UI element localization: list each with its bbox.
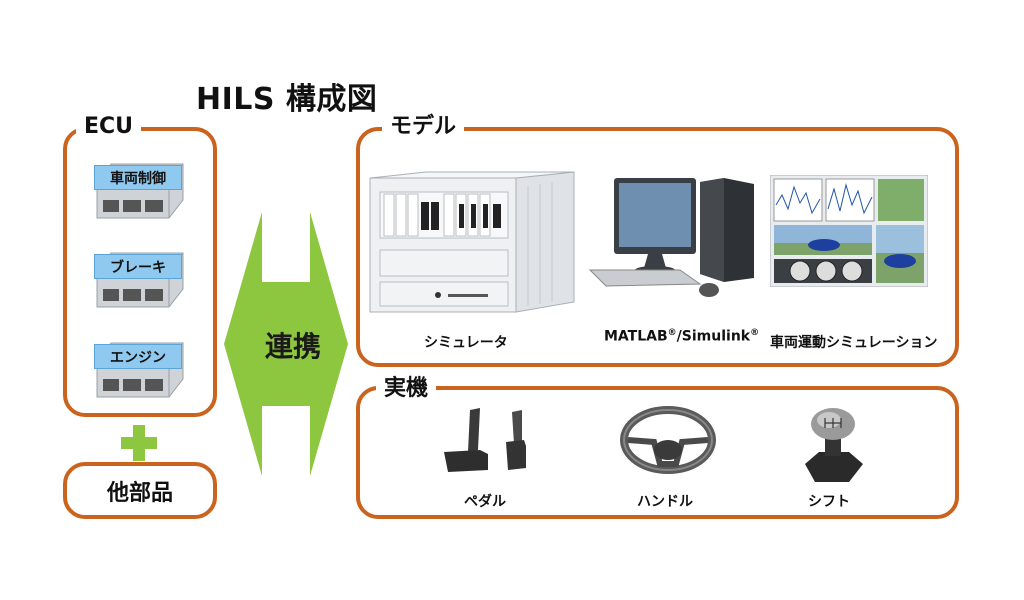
ecu-tag-engine: エンジン	[94, 344, 182, 369]
link-label: 連携	[264, 330, 321, 363]
pedal-caption: ペダル	[464, 494, 506, 510]
vehicle-simulation-caption: 車両運動シミュレーション	[770, 335, 938, 351]
plus-icon	[121, 425, 157, 461]
real-device-group-label: 実機	[376, 376, 437, 402]
vehicle-simulation-screenshot-image	[770, 175, 928, 287]
diagram-title: HILS 構成図	[196, 82, 378, 117]
shift-knob-image	[805, 408, 863, 482]
ecu-tag-vehicle-control: 車両制御	[94, 165, 182, 190]
steering-wheel-image	[620, 406, 716, 474]
bidirectional-arrow-icon	[224, 212, 348, 476]
model-group-label: モデル	[382, 114, 465, 140]
pedal-image	[444, 408, 526, 472]
steering-wheel-caption: ハンドル	[637, 494, 693, 510]
matlab-simulink-caption: MATLAB®/Simulink®	[604, 328, 760, 345]
other-parts-label: 他部品	[106, 480, 173, 506]
simulator-rack-image	[369, 171, 575, 313]
ecu-tag-brake: ブレーキ	[94, 254, 182, 279]
ecu-group-label: ECU	[76, 114, 142, 140]
other-parts-box	[63, 462, 217, 519]
pc-image	[588, 178, 754, 297]
shift-caption: シフト	[808, 494, 850, 510]
simulator-caption: シミュレータ	[424, 335, 508, 351]
